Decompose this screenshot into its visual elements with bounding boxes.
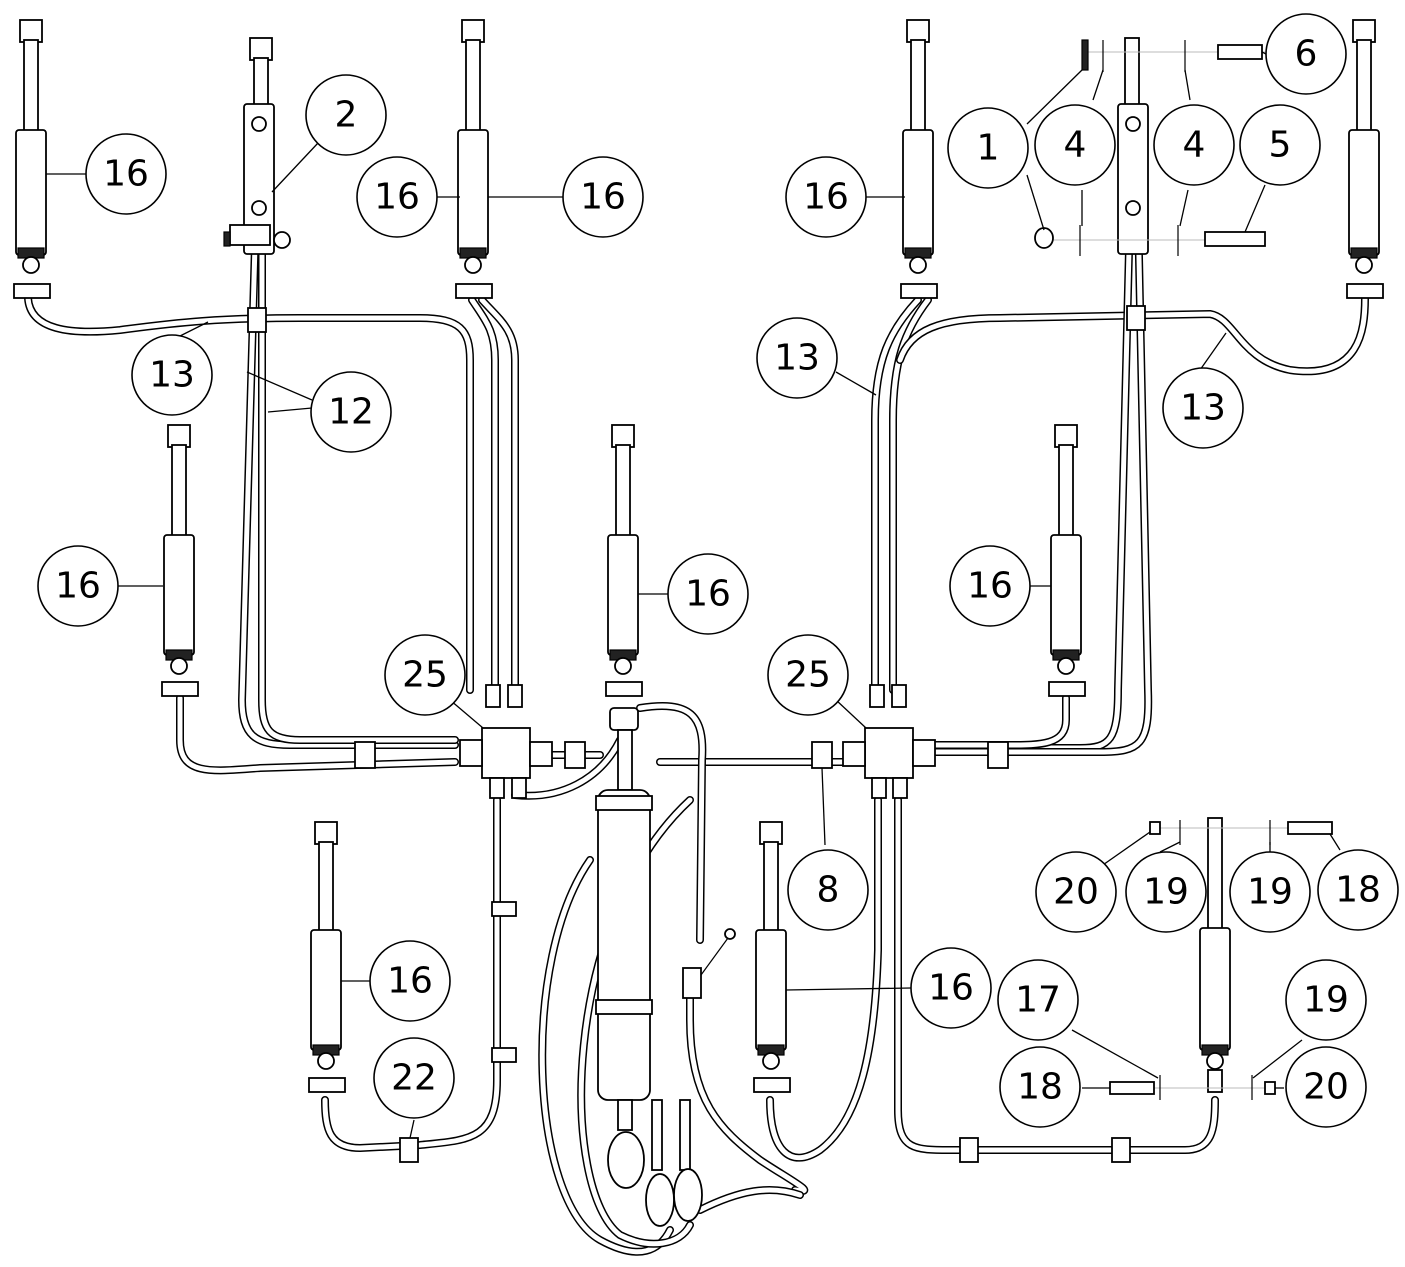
- callout-label: 13: [1180, 388, 1226, 429]
- callout-16-top-center-left-b: 16: [562, 156, 644, 238]
- accumulator: [595, 707, 736, 1227]
- callout-label: 19: [1303, 980, 1349, 1021]
- pivot-bracket-right: [1117, 37, 1149, 255]
- callout-label: 12: [328, 392, 374, 433]
- callout-1: 1: [947, 107, 1029, 189]
- callout-label: 17: [1015, 980, 1061, 1021]
- cylinder-top-far-right: [1346, 19, 1384, 299]
- cylinder-top-far-left: [13, 19, 51, 299]
- callout-5: 5: [1239, 104, 1321, 186]
- cylinder-bottom-right-exploded: [1199, 817, 1231, 1093]
- callout-16-bottom-center: 16: [910, 947, 992, 1029]
- callout-19-top-left: 19: [1125, 851, 1207, 933]
- hose-network: [24, 126, 1369, 1256]
- callout-4-right: 4: [1153, 104, 1235, 186]
- callout-17: 17: [997, 959, 1079, 1041]
- callout-22: 22: [373, 1037, 455, 1119]
- callout-label: 18: [1335, 870, 1381, 911]
- hose-clamps: [247, 305, 1146, 1163]
- callout-13-left: 13: [131, 334, 213, 416]
- callout-19-top-right: 19: [1229, 851, 1311, 933]
- callout-13-far-right: 13: [1162, 367, 1244, 449]
- callout-label: 16: [967, 566, 1013, 607]
- callout-13-center-right: 13: [756, 317, 838, 399]
- callout-label: 19: [1143, 872, 1189, 913]
- cylinder-bottom-center: [753, 821, 791, 1093]
- callout-16-bottom-left: 16: [369, 940, 451, 1022]
- callout-label: 13: [149, 355, 195, 396]
- callout-18-bottom: 18: [999, 1046, 1081, 1128]
- callout-label: 16: [580, 177, 626, 218]
- callout-16-mid-center: 16: [667, 553, 749, 635]
- callout-label: 4: [1183, 125, 1206, 166]
- callout-label: 16: [928, 968, 974, 1009]
- callout-label: 20: [1303, 1067, 1349, 1108]
- callout-label: 2: [335, 95, 358, 136]
- callout-16-top-center-left-a: 16: [356, 156, 438, 238]
- callout-label: 20: [1053, 872, 1099, 913]
- cylinder-top-right-center: [900, 19, 938, 299]
- callout-16-top-left: 16: [85, 133, 167, 215]
- callout-2: 2: [305, 74, 387, 156]
- callout-label: 25: [785, 655, 831, 696]
- callout-25-left: 25: [384, 634, 466, 716]
- callout-12: 12: [310, 371, 392, 453]
- callout-19-bottom: 19: [1285, 959, 1367, 1041]
- callout-4-left: 4: [1034, 104, 1116, 186]
- callout-20-top: 20: [1035, 851, 1117, 933]
- callout-label: 19: [1247, 872, 1293, 913]
- callout-label: 16: [685, 574, 731, 615]
- callout-label: 1: [977, 128, 1000, 169]
- callout-6: 6: [1265, 13, 1347, 95]
- callout-label: 16: [374, 177, 420, 218]
- callout-label: 6: [1295, 34, 1318, 75]
- check-valves: [354, 741, 1009, 769]
- callout-label: 5: [1269, 125, 1292, 166]
- callout-20-bottom: 20: [1285, 1046, 1367, 1128]
- cylinder-bottom-left: [308, 821, 346, 1093]
- callout-label: 18: [1017, 1067, 1063, 1108]
- callout-label: 8: [817, 870, 840, 911]
- callout-label: 22: [391, 1058, 437, 1099]
- cylinder-top-left-center: [455, 19, 493, 299]
- callout-label: 13: [774, 338, 820, 379]
- callout-label: 16: [387, 961, 433, 1002]
- cylinder-mid-left: [161, 424, 199, 697]
- cylinder-mid-right: [1048, 424, 1086, 697]
- manifold-block-left: [459, 684, 553, 799]
- manifold-block-right: [842, 684, 936, 799]
- callout-label: 16: [55, 566, 101, 607]
- cylinder-mid-center: [605, 424, 643, 697]
- callout-label: 16: [803, 177, 849, 218]
- callout-16-mid-left: 16: [37, 545, 119, 627]
- callout-16-top-center-right: 16: [785, 156, 867, 238]
- callout-label: 25: [402, 655, 448, 696]
- callout-label: 4: [1064, 125, 1087, 166]
- pivot-bracket-left: [223, 37, 291, 255]
- callout-16-mid-right: 16: [949, 545, 1031, 627]
- callout-label: 16: [103, 154, 149, 195]
- callout-25-right: 25: [767, 634, 849, 716]
- leader-lines: [46, 51, 1341, 1139]
- callout-18-top: 18: [1317, 849, 1399, 931]
- exploded-hardware-bottom-right: [1100, 820, 1333, 1100]
- callout-8: 8: [787, 849, 869, 931]
